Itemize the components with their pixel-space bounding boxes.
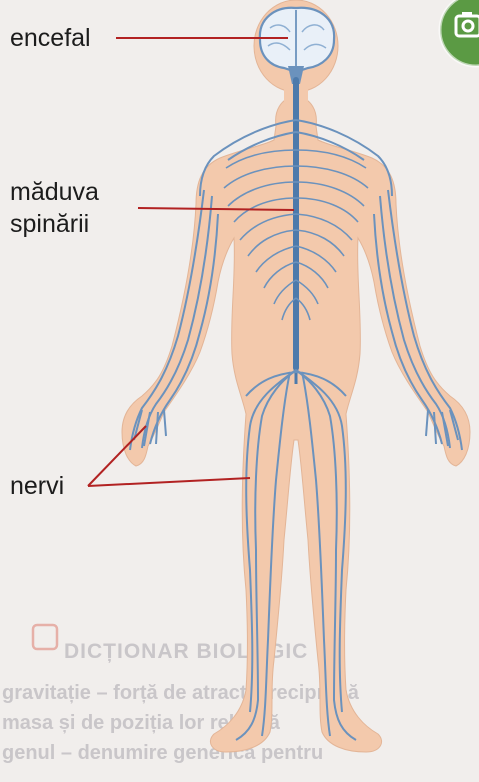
brain — [260, 8, 334, 72]
label-nervi: nervi — [10, 472, 64, 501]
pointer-nerves-leg — [88, 478, 250, 486]
label-encefal: encefal — [10, 24, 91, 53]
label-maduva: măduva — [10, 178, 99, 207]
label-spinarii: spinării — [10, 210, 89, 239]
